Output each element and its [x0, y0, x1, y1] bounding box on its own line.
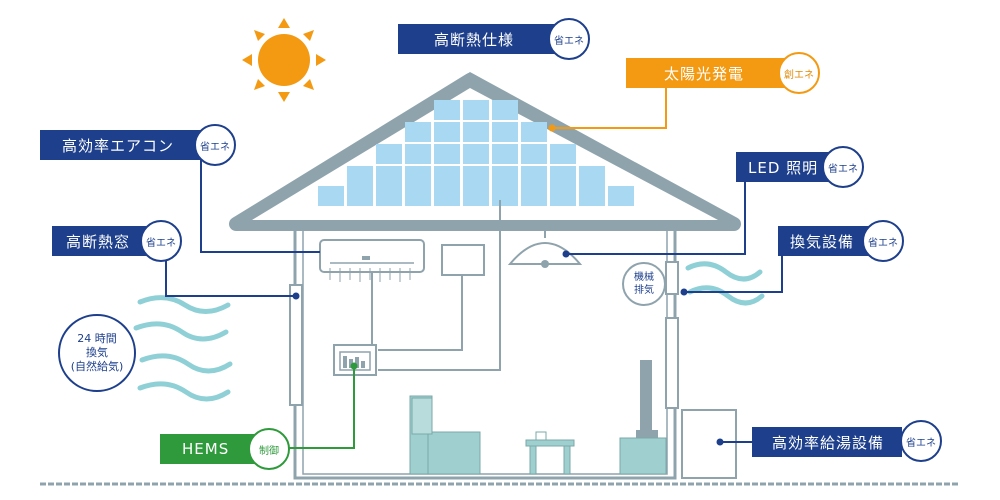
solar-panel-cell [405, 122, 431, 142]
solar-panel-cell [492, 100, 518, 120]
sofa-icon [409, 395, 481, 475]
wiring [371, 200, 501, 371]
solar-panel-cell [579, 166, 605, 186]
solar-panel-cell [463, 100, 489, 120]
badge-solar-create: 創エネ [778, 52, 820, 94]
badge-insulation-save: 省エネ [548, 18, 590, 60]
label-ventilation: 換気設備 [778, 226, 874, 256]
label-water-heater: 高効率給湯設備 [752, 427, 902, 457]
solar-panel-cell [347, 186, 373, 206]
window-left [289, 284, 303, 406]
solar-panel-cell [550, 144, 576, 164]
note-exhaust-line2: 排気 [634, 285, 654, 296]
note-24h-line3: (自然給気) [70, 360, 124, 373]
solar-panel-cell [492, 186, 518, 206]
solar-panel-cell [463, 122, 489, 142]
solar-panel-cell [463, 144, 489, 164]
solar-panel-cell [434, 100, 460, 120]
solar-panel-cell [608, 186, 634, 206]
solar-panel-cell [434, 166, 460, 186]
label-insulation: 高断熱仕様 [398, 24, 566, 54]
solar-panel-cell [318, 186, 344, 206]
label-led: LED 照明 [736, 152, 836, 182]
solar-panel-cell [347, 166, 373, 186]
solar-panel-cell [521, 166, 547, 186]
solar-panel-cell [434, 144, 460, 164]
table-icon [525, 431, 575, 475]
note-24h-line2: 換気 [86, 346, 108, 359]
label-window: 高断熱窓 [52, 226, 148, 256]
note-24h-ventilation: 24 時間 換気 (自然給気) [58, 314, 136, 392]
solar-panel-cell [405, 166, 431, 186]
badge-ventilation-save: 省エネ [862, 220, 904, 262]
solar-panel-cell [434, 186, 460, 206]
solar-panel-cell [550, 166, 576, 186]
callout-lines [165, 88, 783, 449]
note-mechanical-exhaust: 機械 排気 [622, 262, 666, 306]
label-hems: HEMS [160, 434, 256, 464]
sun-icon [242, 18, 326, 102]
badge-water-heater-save: 省エネ [900, 420, 942, 462]
badge-aircon-save: 省エネ [194, 124, 236, 166]
solar-panel-cell [463, 186, 489, 206]
solar-panel-cell [579, 186, 605, 206]
solar-panel-cell [550, 186, 576, 206]
solar-panel-cell [376, 166, 402, 186]
window-vent [665, 261, 679, 295]
water-heater-unit [681, 409, 737, 479]
label-aircon: 高効率エアコン [40, 130, 202, 160]
air-conditioner-icon [319, 239, 425, 282]
solar-panel-cell [521, 144, 547, 164]
solar-panel-cell [521, 186, 547, 206]
note-24h-line1: 24 時間 [77, 332, 117, 345]
solar-panel-cell [521, 122, 547, 142]
solar-panel-cell [376, 186, 402, 206]
solar-panel-cell [492, 144, 518, 164]
solar-panel-cell [434, 122, 460, 142]
solar-panel-array [318, 100, 634, 206]
ceiling-lamp-icon [507, 230, 583, 268]
solar-panel-cell [492, 122, 518, 142]
controller-box [441, 244, 485, 276]
badge-hems-control: 制御 [248, 428, 290, 470]
solar-panel-cell [463, 166, 489, 186]
tv-icon [619, 360, 667, 475]
label-solar: 太陽光発電 [626, 58, 796, 88]
window-right [665, 317, 679, 409]
badge-led-save: 省エネ [822, 146, 864, 188]
solar-panel-cell [405, 186, 431, 206]
callout-dots [292, 124, 724, 446]
solar-panel-cell [376, 144, 402, 164]
airflow-waves-icon [133, 295, 233, 402]
solar-panel-cell [405, 144, 431, 164]
note-exhaust-line1: 機械 [634, 272, 654, 283]
exhaust-waves-icon [685, 261, 765, 306]
badge-window-save: 省エネ [140, 220, 182, 262]
solar-panel-cell [492, 166, 518, 186]
